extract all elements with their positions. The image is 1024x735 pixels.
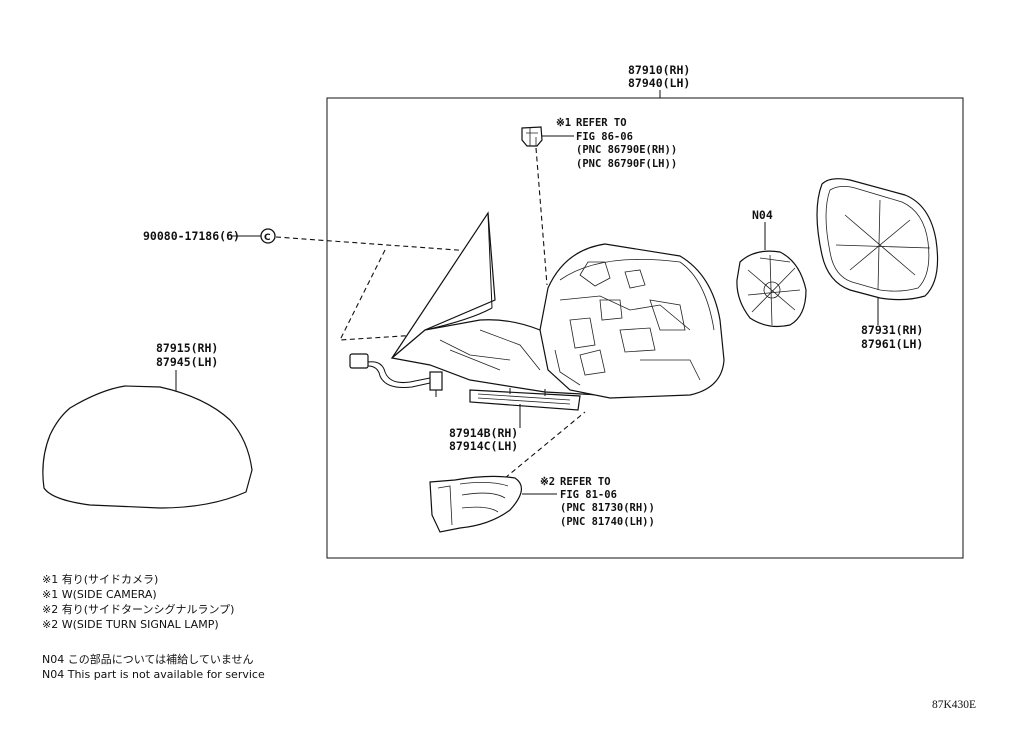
note-1: ※1 有り(サイドカメラ) xyxy=(42,572,158,586)
signal-ref-line2: FIG 81-06 xyxy=(560,489,617,501)
mirror-glass-label-rh: 87931(RH) xyxy=(861,323,923,337)
lamp-bar-label-lh: 87914C(LH) xyxy=(449,439,518,453)
lamp-bar-label-rh: 87914B(RH) xyxy=(449,426,518,440)
note-3: ※2 有り(サイドターンシグナルランプ) xyxy=(42,602,234,616)
camera-ref-line1: REFER TO xyxy=(576,117,627,129)
assembly-label-rh: 87910(RH) xyxy=(628,63,690,77)
camera-dash-upper xyxy=(535,147,548,286)
signal-ref-line1: REFER TO xyxy=(560,476,611,488)
note-5: N04 この部品については補給していません xyxy=(42,652,254,666)
n04-label: N04 xyxy=(752,208,773,222)
side-camera-icon xyxy=(521,126,543,147)
cover-label-lh: 87945(LH) xyxy=(156,355,218,369)
screw-dash-line xyxy=(275,236,486,253)
screw-icon: C xyxy=(260,228,276,244)
mirror-housing xyxy=(539,243,725,399)
mirror-actuator-part xyxy=(736,250,807,328)
signal-dash-line xyxy=(504,411,586,479)
mirror-cover-part xyxy=(42,385,253,509)
note-4: ※2 W(SIDE TURN SIGNAL LAMP) xyxy=(42,618,219,631)
note-2: ※1 W(SIDE CAMERA) xyxy=(42,588,157,601)
signal-ref-line3: (PNC 81730(RH)) xyxy=(560,502,655,514)
mirror-glass-label-lh: 87961(LH) xyxy=(861,337,923,351)
mirror-glass-part xyxy=(816,178,939,301)
note-6: N04 This part is not available for servi… xyxy=(42,668,265,681)
camera-ref-line3: (PNC 86790E(RH)) xyxy=(576,144,677,156)
cover-label-rh: 87915(RH) xyxy=(156,341,218,355)
signal-ref-mark: ※2 xyxy=(540,476,555,488)
screw-label: 90080-17186(6) xyxy=(143,229,240,243)
turn-signal-lamp-icon xyxy=(429,475,522,533)
camera-ref-line2: FIG 86-06 xyxy=(576,131,633,143)
camera-ref-mark: ※1 xyxy=(556,117,571,129)
lamp-bar-part xyxy=(469,388,581,411)
signal-ref-line4: (PNC 81740(LH)) xyxy=(560,516,655,528)
camera-ref-line4: (PNC 86790F(LH)) xyxy=(576,158,677,170)
figure-code: 87K430E xyxy=(932,699,976,711)
harness-connector-icon xyxy=(349,353,443,397)
svg-text:C: C xyxy=(264,233,271,243)
assembly-label-lh: 87940(LH) xyxy=(628,76,690,90)
assembly-frame xyxy=(326,97,964,559)
